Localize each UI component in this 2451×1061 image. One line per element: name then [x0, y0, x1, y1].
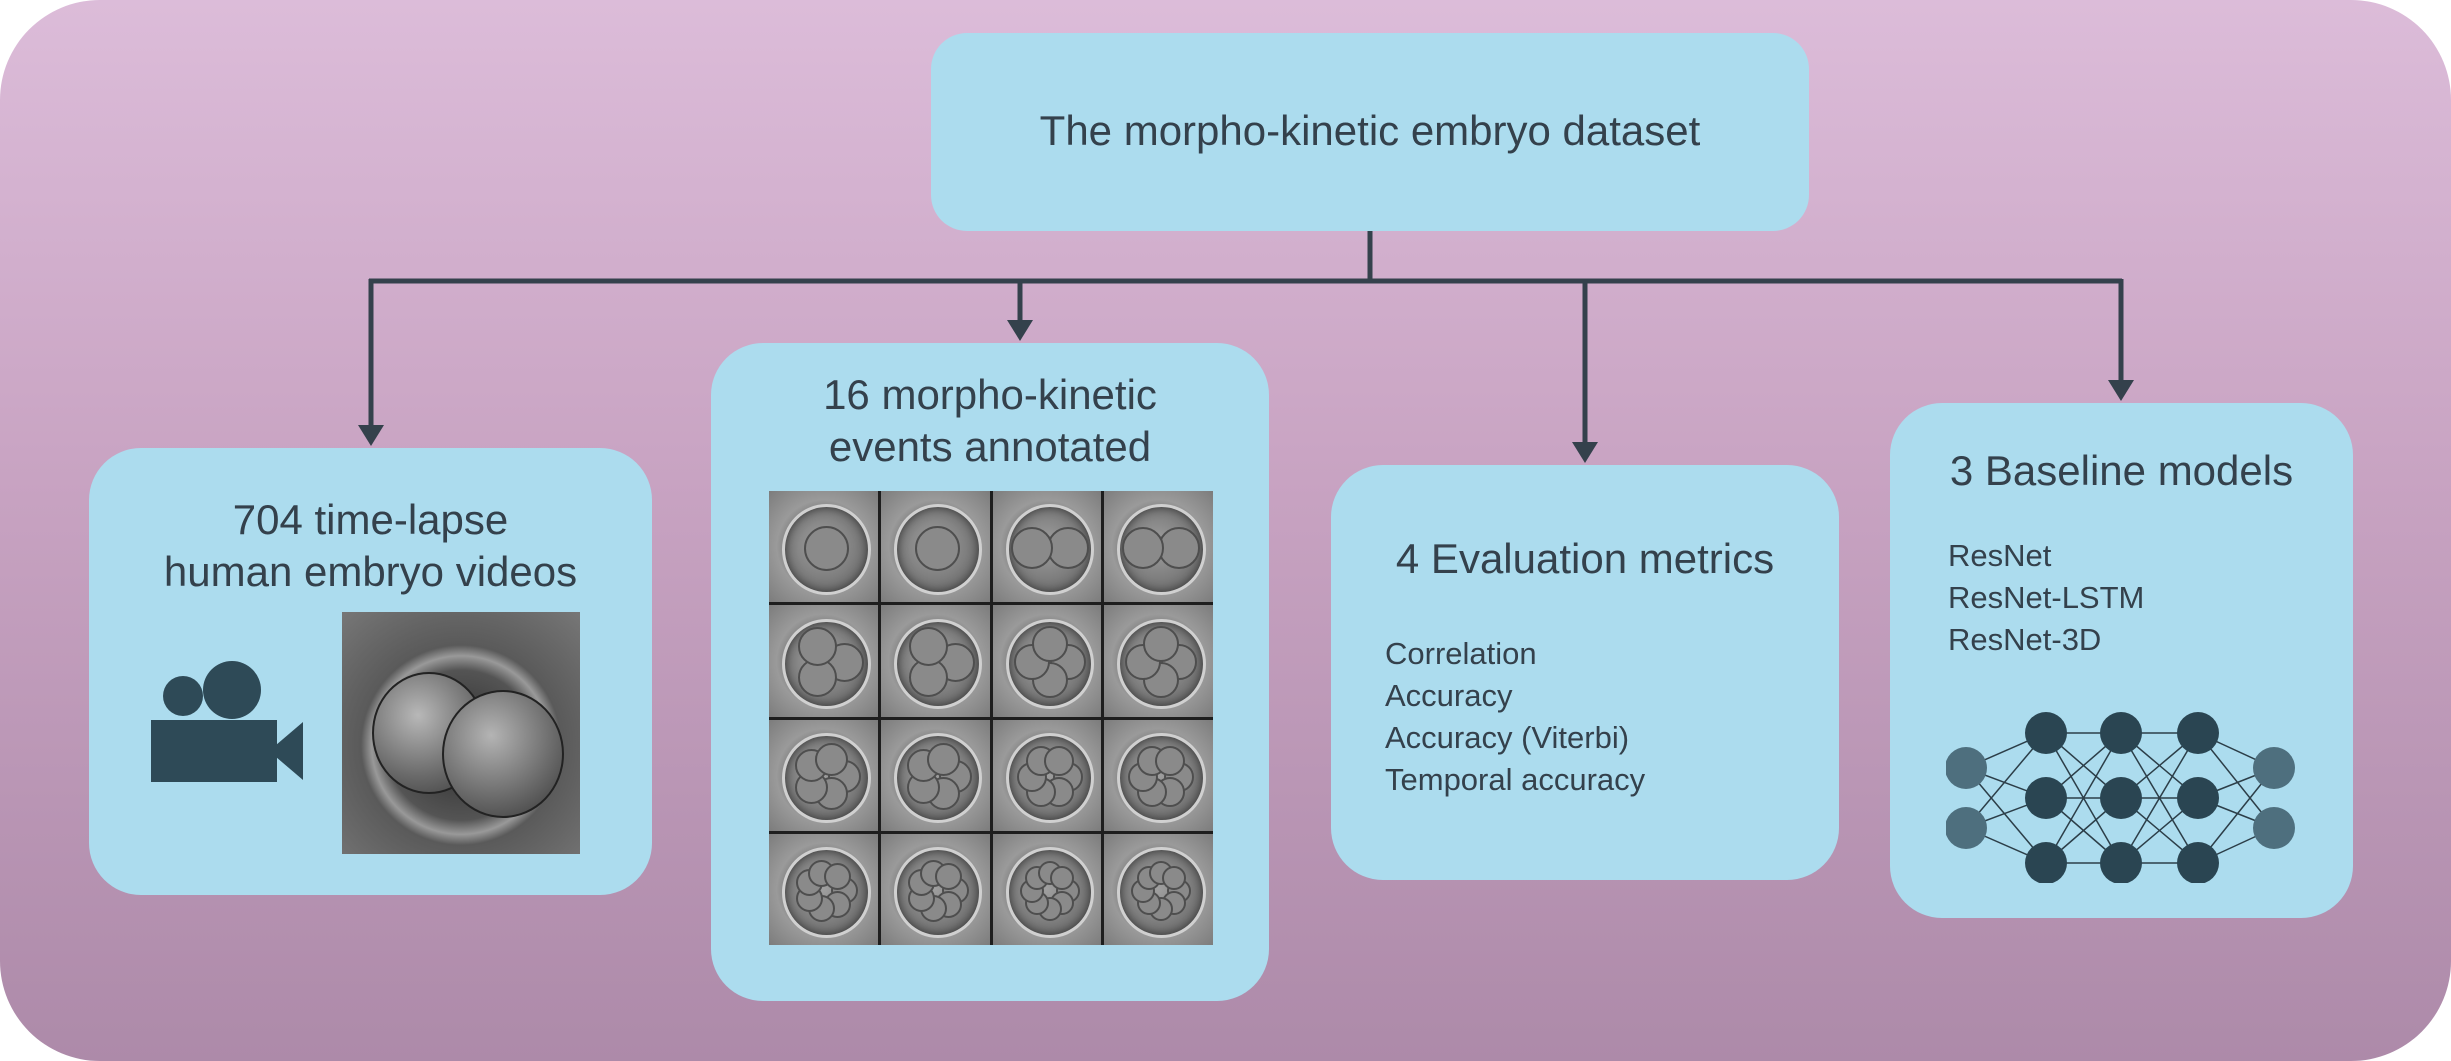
- network-node: [2025, 712, 2067, 754]
- events-box: 16 morpho-kinetic events annotated: [711, 343, 1269, 1001]
- embryo-thumbnail: [1104, 491, 1213, 603]
- metric-item: Correlation: [1385, 636, 1537, 671]
- embryo-thumbnail: [992, 491, 1102, 603]
- embryo-thumbnail: [880, 605, 990, 717]
- embryo-thumbnail: [880, 491, 990, 603]
- metric-item: Accuracy (Viterbi): [1385, 720, 1630, 755]
- models-title: 3 Baseline models: [1949, 447, 2294, 494]
- embryo-thumbnail: [1104, 605, 1213, 717]
- network-node: [2100, 842, 2142, 883]
- metrics-box: 4 Evaluation metrics Correlation Accurac…: [1331, 465, 1839, 880]
- embryo-thumbnail: [769, 719, 878, 831]
- videos-title: 704 time-lapse human embryo videos: [89, 494, 652, 598]
- embryo-thumbnail: [769, 605, 878, 717]
- dataset-title: The morpho-kinetic embryo dataset: [1039, 107, 1701, 154]
- videos-title-line1: 704 time-lapse: [232, 496, 509, 543]
- embryo-thumbnail: [880, 833, 990, 945]
- arrowhead-metrics: [1572, 442, 1598, 463]
- videos-title-line2: human embryo videos: [163, 548, 578, 595]
- network-node: [2177, 712, 2219, 754]
- model-item: ResNet-LSTM: [1948, 580, 2145, 615]
- embryo-thumbnail: [769, 833, 878, 945]
- embryo-thumbnail: [992, 719, 1102, 831]
- models-list: ResNet ResNet-LSTM ResNet-3D: [1948, 535, 2144, 661]
- dataset-title-box: The morpho-kinetic embryo dataset: [931, 33, 1809, 231]
- network-node: [2025, 777, 2067, 819]
- embryo-thumbnail: [1104, 833, 1213, 945]
- embryo-image-grid: [769, 491, 1213, 945]
- network-node: [2100, 712, 2142, 754]
- network-node: [2177, 842, 2219, 883]
- embryo-thumbnail: [880, 719, 990, 831]
- events-title-line1: 16 morpho-kinetic: [823, 371, 1157, 418]
- video-camera-icon: [151, 661, 303, 782]
- videos-box: 704 time-lapse human embryo videos: [89, 448, 652, 895]
- network-node: [2253, 747, 2295, 789]
- embryo-thumbnail: [769, 491, 878, 603]
- embryo-thumbnail: [1104, 719, 1213, 831]
- neural-network-icon: [1946, 712, 2295, 883]
- arrowhead-videos: [358, 425, 384, 446]
- network-node: [2177, 777, 2219, 819]
- network-edge: [2045, 732, 2122, 864]
- network-node: [2025, 842, 2067, 883]
- network-node: [2100, 777, 2142, 819]
- model-item: ResNet-3D: [1948, 622, 2102, 657]
- embryo-thumbnail: [992, 833, 1102, 945]
- embryo-image: [342, 612, 580, 854]
- events-title-line2: events annotated: [828, 423, 1152, 470]
- events-title: 16 morpho-kinetic events annotated: [711, 369, 1269, 473]
- network-edge: [2120, 732, 2199, 864]
- network-node: [1946, 807, 1987, 849]
- metric-item: Accuracy: [1385, 678, 1513, 713]
- network-node: [1946, 747, 1987, 789]
- arrowhead-models: [2108, 380, 2134, 401]
- metrics-title: 4 Evaluation metrics: [1395, 535, 1775, 582]
- metric-item: Temporal accuracy: [1385, 762, 1646, 797]
- model-item: ResNet: [1948, 538, 2052, 573]
- network-node: [2253, 807, 2295, 849]
- arrowhead-events: [1007, 320, 1033, 341]
- models-box: 3 Baseline models ResNet ResNet-LSTM Res…: [1890, 403, 2353, 918]
- embryo-thumbnail: [992, 605, 1102, 717]
- metrics-list: Correlation Accuracy Accuracy (Viterbi) …: [1385, 633, 1645, 801]
